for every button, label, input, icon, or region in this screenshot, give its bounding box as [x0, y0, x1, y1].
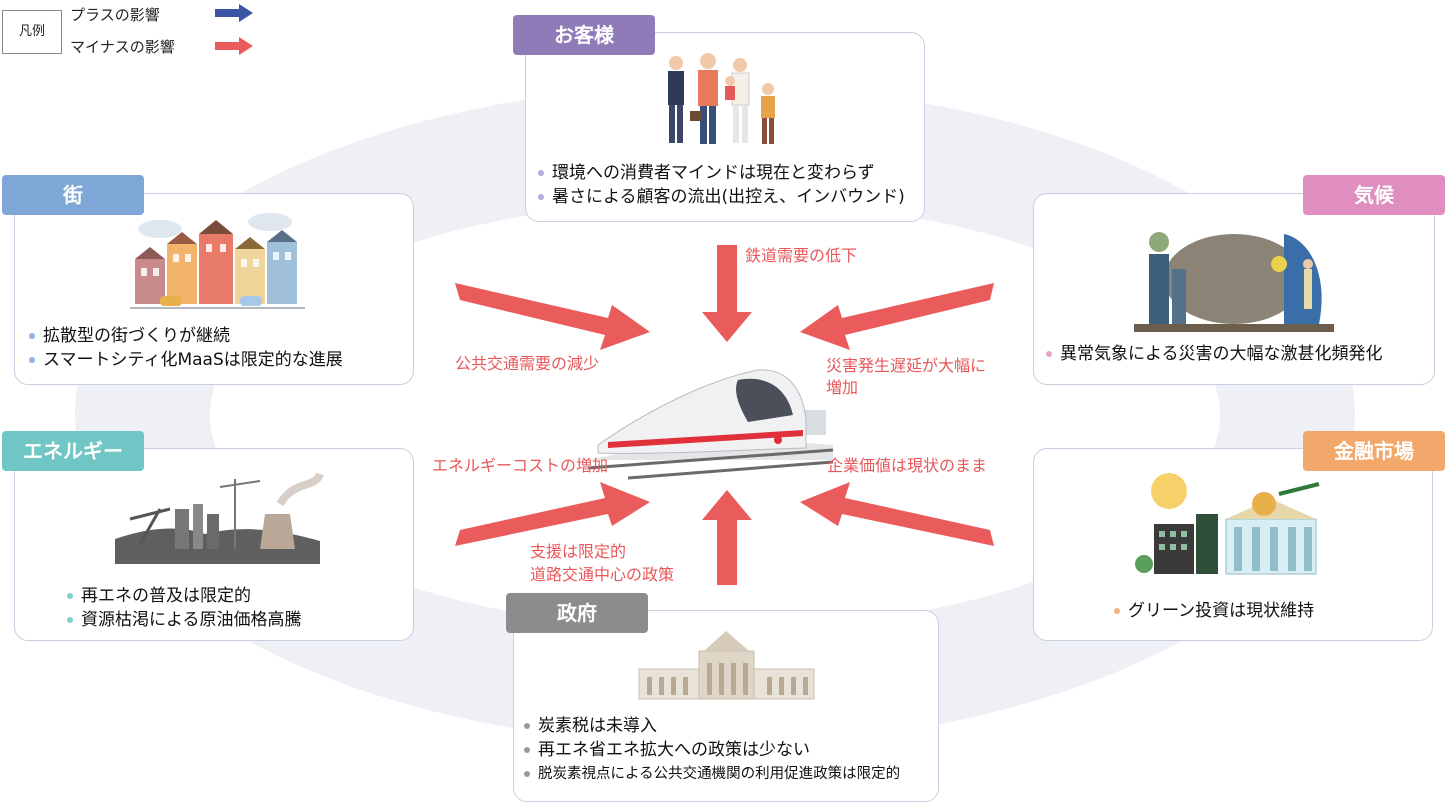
government-item: 脱炭素視点による公共交通機関の利用促進政策は限定的 [524, 762, 900, 786]
customers-card: 環境への消費者マインドは現在と変わらず 暑さによる顧客の流出(出控え、インバウン… [525, 32, 925, 222]
legend-minus-arrow-icon [215, 37, 253, 55]
effect-customers-label: 鉄道需要の低下 [745, 246, 858, 265]
effect-government-label-1: 支援は限定的 [530, 542, 627, 561]
energy-card: 再エネの普及は限定的 資源枯渇による原油価格高騰 [14, 448, 414, 641]
arrow-from-government [702, 490, 752, 585]
climate-card: 異常気象による災害の大幅な激甚化頻発化 [1033, 193, 1435, 385]
effect-energy-label: エネルギーコストの増加 [432, 456, 609, 475]
power-plant-icon [115, 472, 324, 564]
arrow-from-finance [800, 482, 994, 546]
energy-item: 再エネの普及は限定的 [67, 584, 302, 608]
legend-plus-arrow-icon [215, 4, 253, 22]
energy-item: 資源枯渇による原油価格高騰 [67, 608, 302, 632]
city-item: 拡散型の街づくりが継続 [29, 324, 343, 348]
government-item: 炭素税は未導入 [524, 714, 900, 738]
effect-climate-label-1: 災害発生遅延が大幅に [826, 356, 987, 375]
finance-card: グリーン投資は現状維持 [1033, 448, 1433, 641]
bank-icon [1135, 473, 1320, 575]
energy-tag: エネルギー [2, 431, 144, 471]
arrow-from-climate [800, 283, 994, 350]
legend-plus-label: プラスの影響 [70, 6, 160, 24]
legend-box: 凡例 [2, 10, 62, 54]
customers-tag: お客様 [513, 15, 655, 55]
city-item: スマートシティ化MaaSは限定的な進展 [29, 348, 343, 372]
legend-title: 凡例 [18, 24, 45, 39]
townhouses-icon [130, 213, 305, 309]
climate-item: 異常気象による災害の大幅な激甚化頻発化 [1046, 342, 1383, 366]
customers-item: 暑さによる顧客の流出(出控え、インバウンド) [538, 185, 905, 209]
arrow-from-city [455, 283, 650, 350]
arrow-from-energy [455, 482, 650, 546]
family-icon [668, 53, 775, 144]
train-icon [587, 369, 834, 480]
city-tag: 街 [2, 175, 144, 215]
arrow-from-customers [702, 245, 752, 342]
legend-minus-label: マイナスの影響 [70, 38, 175, 56]
effect-finance-label: 企業価値は現状のまま [827, 456, 988, 475]
government-item: 再エネ省エネ拡大への政策は少ない [524, 738, 900, 762]
effect-city-label: 公共交通需要の減少 [455, 354, 600, 373]
government-card: 炭素税は未導入 再エネ省エネ拡大への政策は少ない 脱炭素視点による公共交通機関の… [513, 610, 939, 802]
finance-item: グリーン投資は現状維持 [1114, 599, 1314, 623]
climate-tag: 気候 [1303, 175, 1445, 215]
government-tag: 政府 [506, 593, 648, 633]
city-card: 拡散型の街づくりが継続 スマートシティ化MaaSは限定的な進展 [14, 193, 414, 385]
disaster-icon [1134, 232, 1334, 332]
parliament-icon [638, 631, 815, 700]
customers-item: 環境への消費者マインドは現在と変わらず [538, 161, 905, 185]
effect-climate-label-2: 増加 [826, 378, 859, 397]
finance-tag: 金融市場 [1303, 431, 1445, 471]
effect-government-label-2: 道路交通中心の政策 [530, 565, 675, 584]
